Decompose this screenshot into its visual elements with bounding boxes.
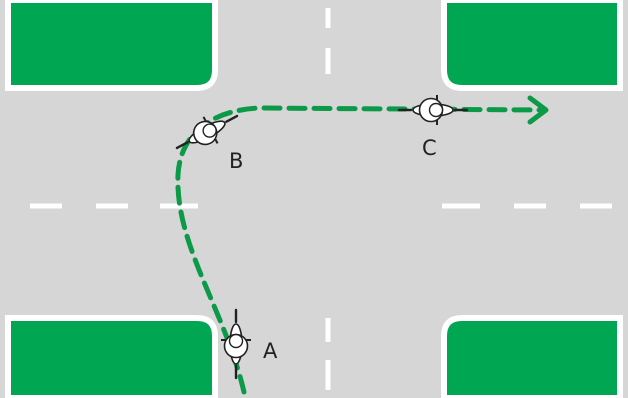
arrow-right-icon [527,95,549,125]
cyclist-path [175,105,543,395]
position-label-c: C [422,136,437,160]
grass-top-right [441,0,623,91]
grass-top-left [5,0,218,91]
position-label-a: A [263,339,278,363]
grass-bottom-right [441,315,623,398]
position-label-b: B [229,149,243,173]
grass-bottom-left [5,315,218,398]
